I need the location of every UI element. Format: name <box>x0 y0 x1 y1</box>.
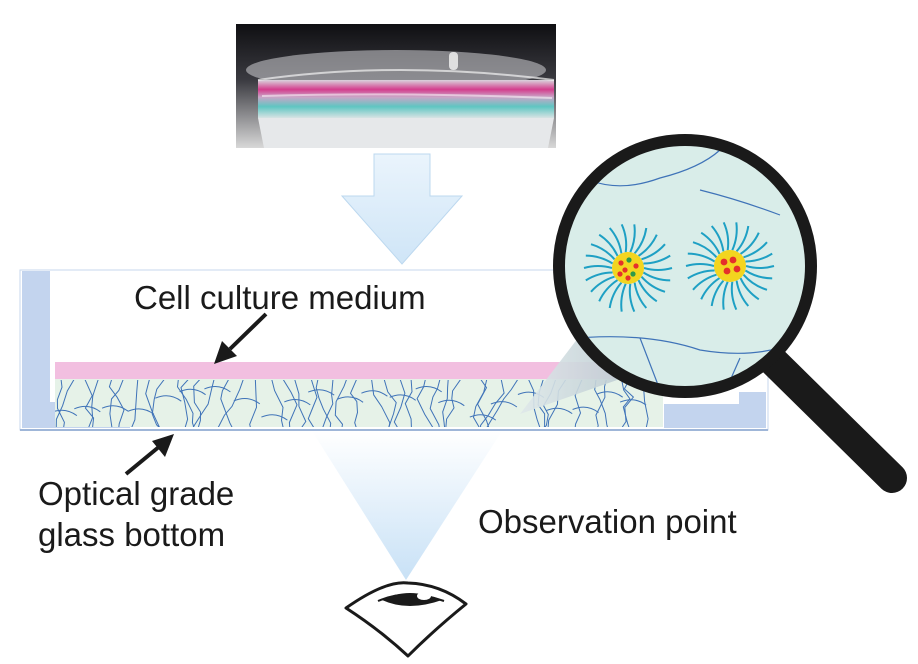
petri-dish-photo <box>236 24 556 148</box>
dish-cross-section <box>19 269 769 431</box>
observation-light-cone <box>312 431 502 580</box>
flow-down-arrow <box>340 153 464 265</box>
glass-pointer-arrow <box>124 434 174 476</box>
observation-label: Observation point <box>478 503 737 540</box>
glass-label-line2: glass bottom <box>38 516 225 553</box>
glass-label-line1: Optical grade <box>38 475 234 512</box>
gel-crack-network <box>55 380 649 427</box>
micelle <box>685 221 775 311</box>
micelle <box>583 223 673 313</box>
magnifying-glass-icon <box>553 134 907 493</box>
medium-label: Cell culture medium <box>134 279 426 316</box>
medium-pointer-arrow <box>214 312 268 364</box>
medium-layer <box>55 362 663 379</box>
eye-icon <box>344 581 468 658</box>
micelle-group <box>583 221 775 313</box>
